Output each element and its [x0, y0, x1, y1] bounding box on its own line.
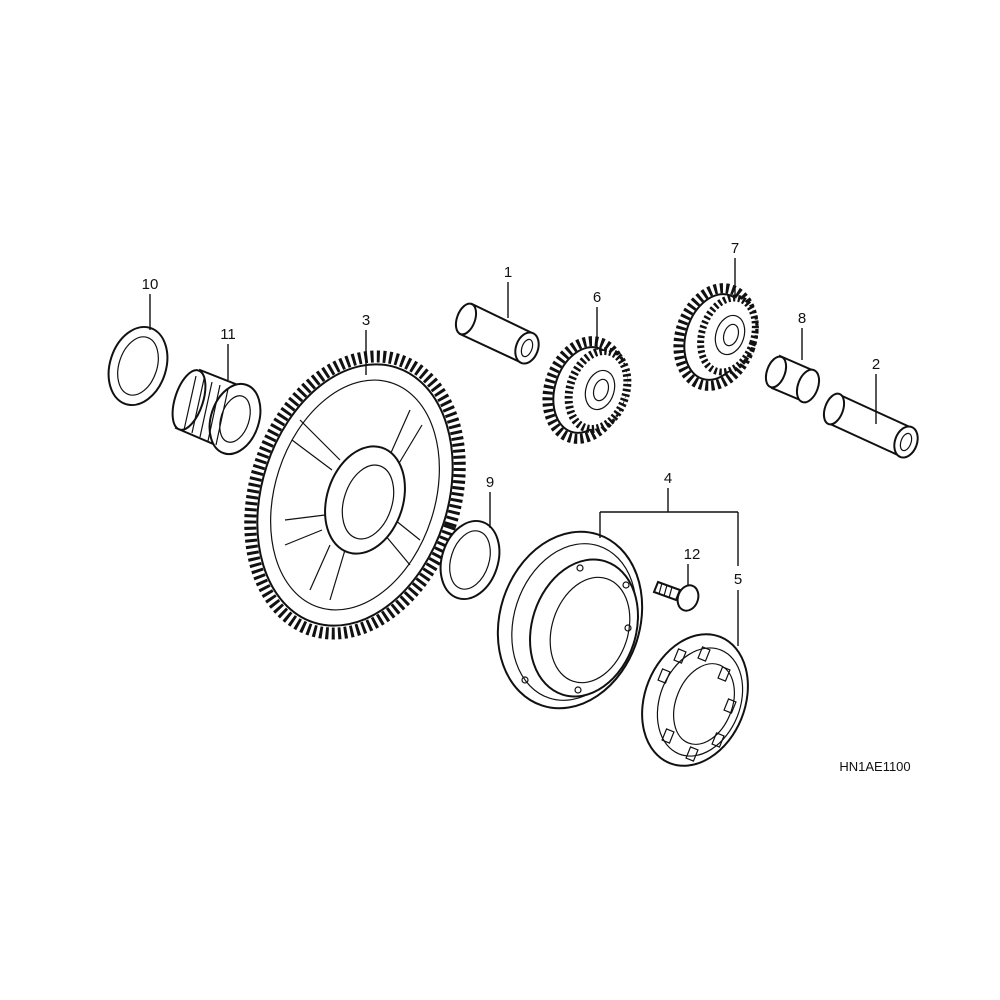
callout-2: 2	[872, 356, 880, 373]
callout-numbers: 10 11 3 1 6 7 8 2 9 4 5 12	[142, 240, 881, 588]
callout-3: 3	[362, 312, 370, 329]
diagram-code: HN1AE1100	[839, 759, 910, 774]
callout-11: 11	[220, 326, 236, 343]
part-6-reduction-gear[interactable]	[535, 331, 637, 448]
callout-5: 5	[734, 571, 742, 588]
callout-12: 12	[684, 546, 701, 563]
callout-7: 7	[731, 240, 739, 257]
callout-8: 8	[798, 310, 806, 327]
part-11-needle-bearing[interactable]	[166, 366, 269, 460]
part-4-clutch-outer[interactable]	[476, 513, 665, 727]
part-8-bushing[interactable]	[762, 354, 823, 406]
callout-4: 4	[664, 470, 672, 487]
part-10-washer[interactable]	[99, 319, 177, 412]
part-2-shaft[interactable]	[820, 391, 922, 461]
callout-10: 10	[142, 276, 159, 293]
leader-lines	[149, 258, 877, 646]
part-5-sprag-clutch[interactable]	[623, 618, 767, 782]
part-7-idle-gear[interactable]	[666, 278, 765, 395]
part-12-bolt[interactable]	[652, 580, 702, 614]
callout-1: 1	[504, 264, 512, 281]
callout-6: 6	[593, 289, 601, 306]
part-9-washer[interactable]	[431, 513, 509, 606]
part-1-shaft[interactable]	[452, 301, 543, 367]
part-3-starter-driven-gear[interactable]	[216, 329, 494, 661]
callout-9: 9	[486, 474, 494, 491]
